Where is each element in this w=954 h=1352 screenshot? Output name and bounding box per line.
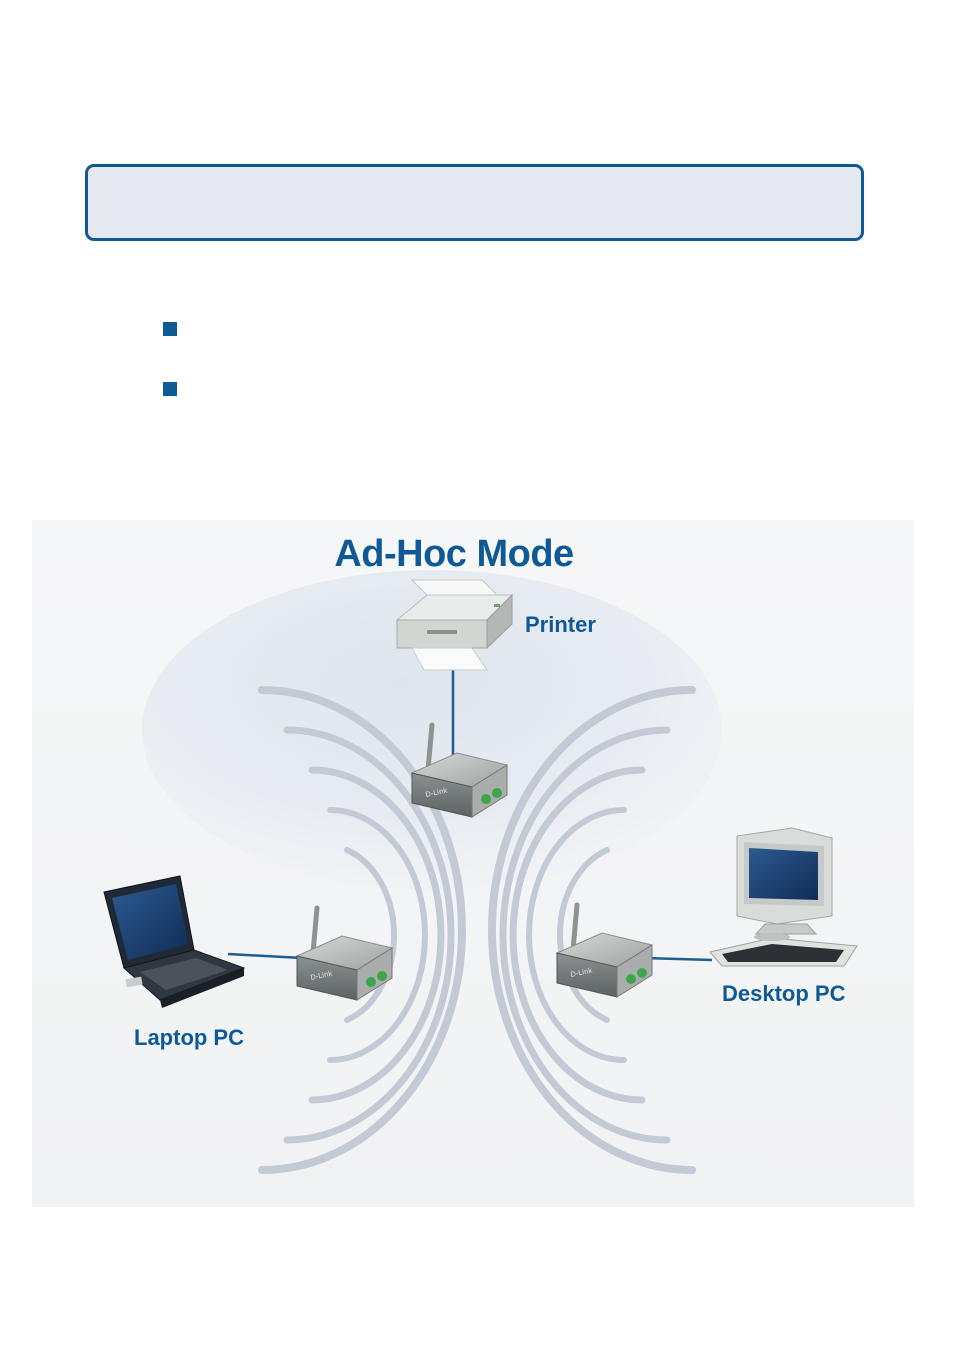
bullet-marker-2 bbox=[163, 382, 177, 396]
ad-hoc-diagram: Ad-Hoc Mode Printer D-Link D-Link bbox=[32, 520, 914, 1207]
wireless-adapter-icon: D-Link bbox=[410, 722, 509, 818]
printer-label: Printer bbox=[525, 612, 596, 637]
header-box bbox=[85, 164, 864, 241]
wireless-adapter-icon: D-Link bbox=[295, 905, 394, 1001]
wireless-adapter-icon: D-Link bbox=[555, 902, 654, 998]
printer-icon bbox=[395, 579, 514, 671]
desktop-computer-icon bbox=[709, 827, 858, 967]
laptop-label: Laptop PC bbox=[134, 1025, 244, 1050]
desktop-label: Desktop PC bbox=[722, 981, 846, 1006]
cables bbox=[227, 670, 713, 962]
signal-waves bbox=[258, 686, 696, 1174]
diagram-title: Ad-Hoc Mode bbox=[334, 533, 573, 575]
laptop-icon bbox=[103, 875, 246, 1008]
bullet-marker-1 bbox=[163, 322, 177, 336]
ad-hoc-diagram-svg: Ad-Hoc Mode Printer D-Link D-Link bbox=[32, 520, 914, 1207]
